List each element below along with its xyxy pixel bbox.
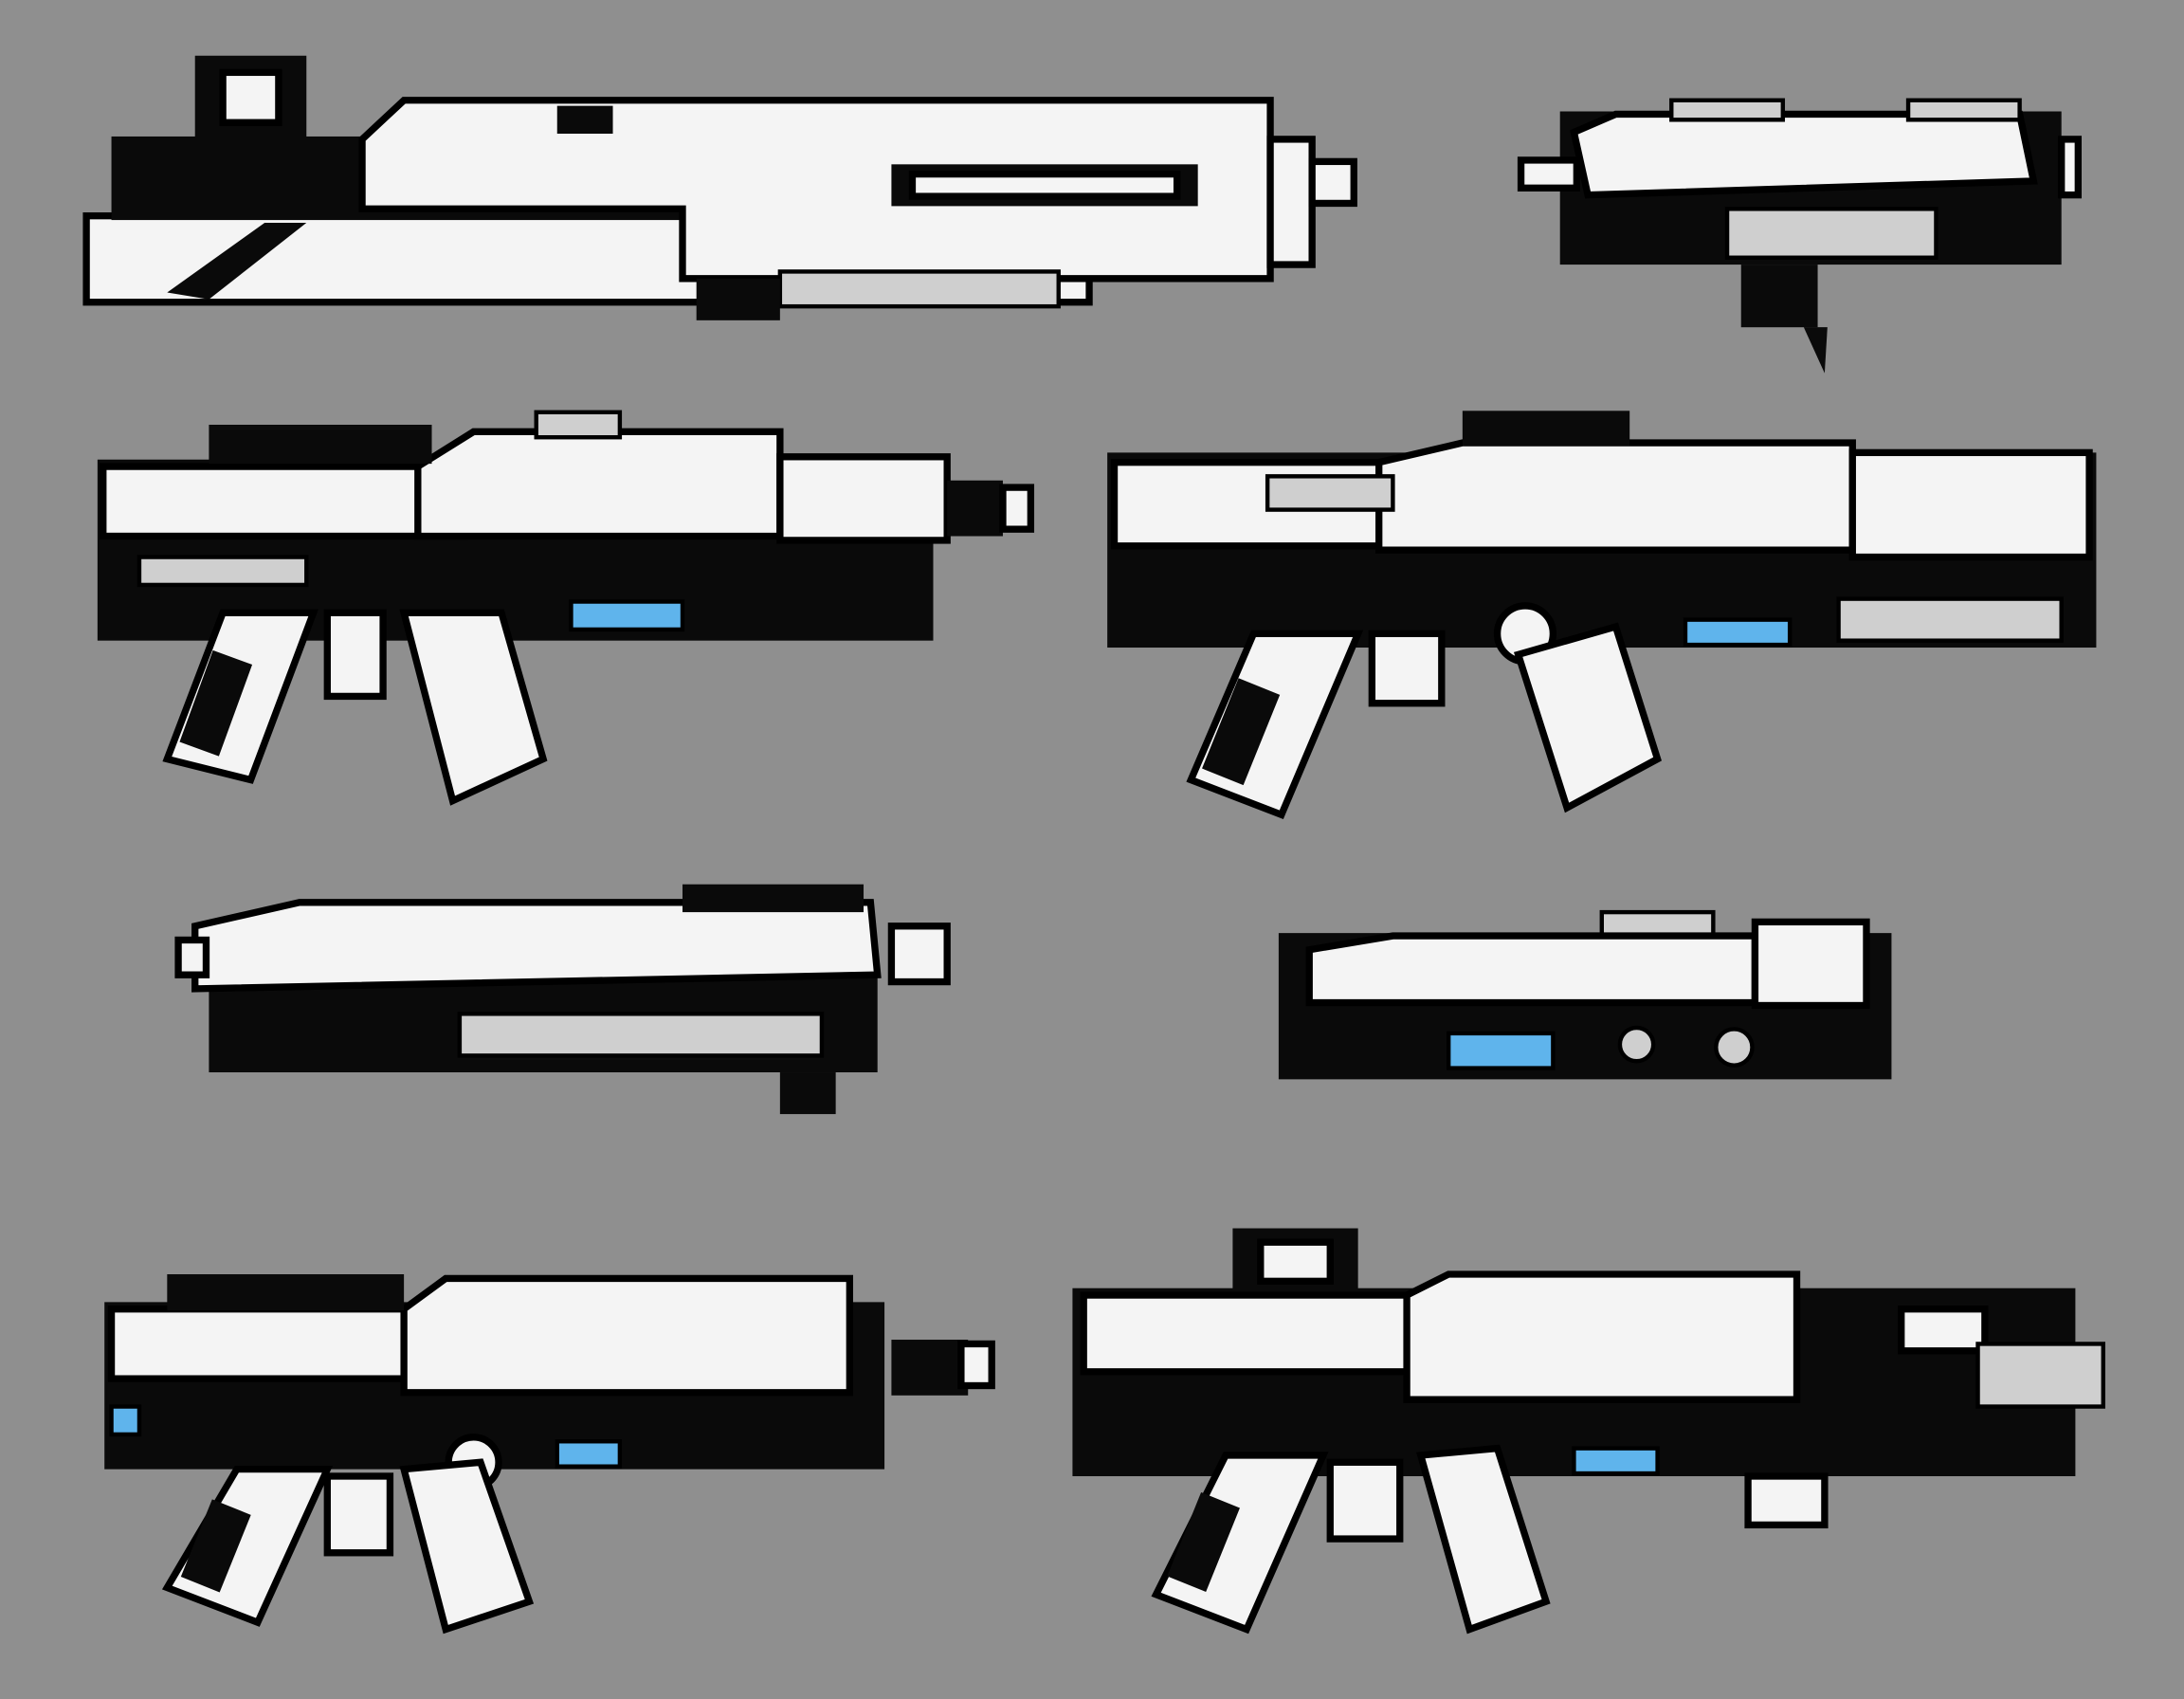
weapon-smg-left [97,410,1035,806]
weapon-blaster-right [1278,909,1892,1080]
weapon-launcher-left [174,884,951,1115]
weapon-assault-rifle-right [1072,1228,2105,1635]
weapon-long-rifle [82,55,1357,320]
weapon-smg-right [1107,411,2097,819]
weapon-assault-rifle-left [104,1274,995,1635]
weapon-compact-carbine [1517,98,2082,374]
